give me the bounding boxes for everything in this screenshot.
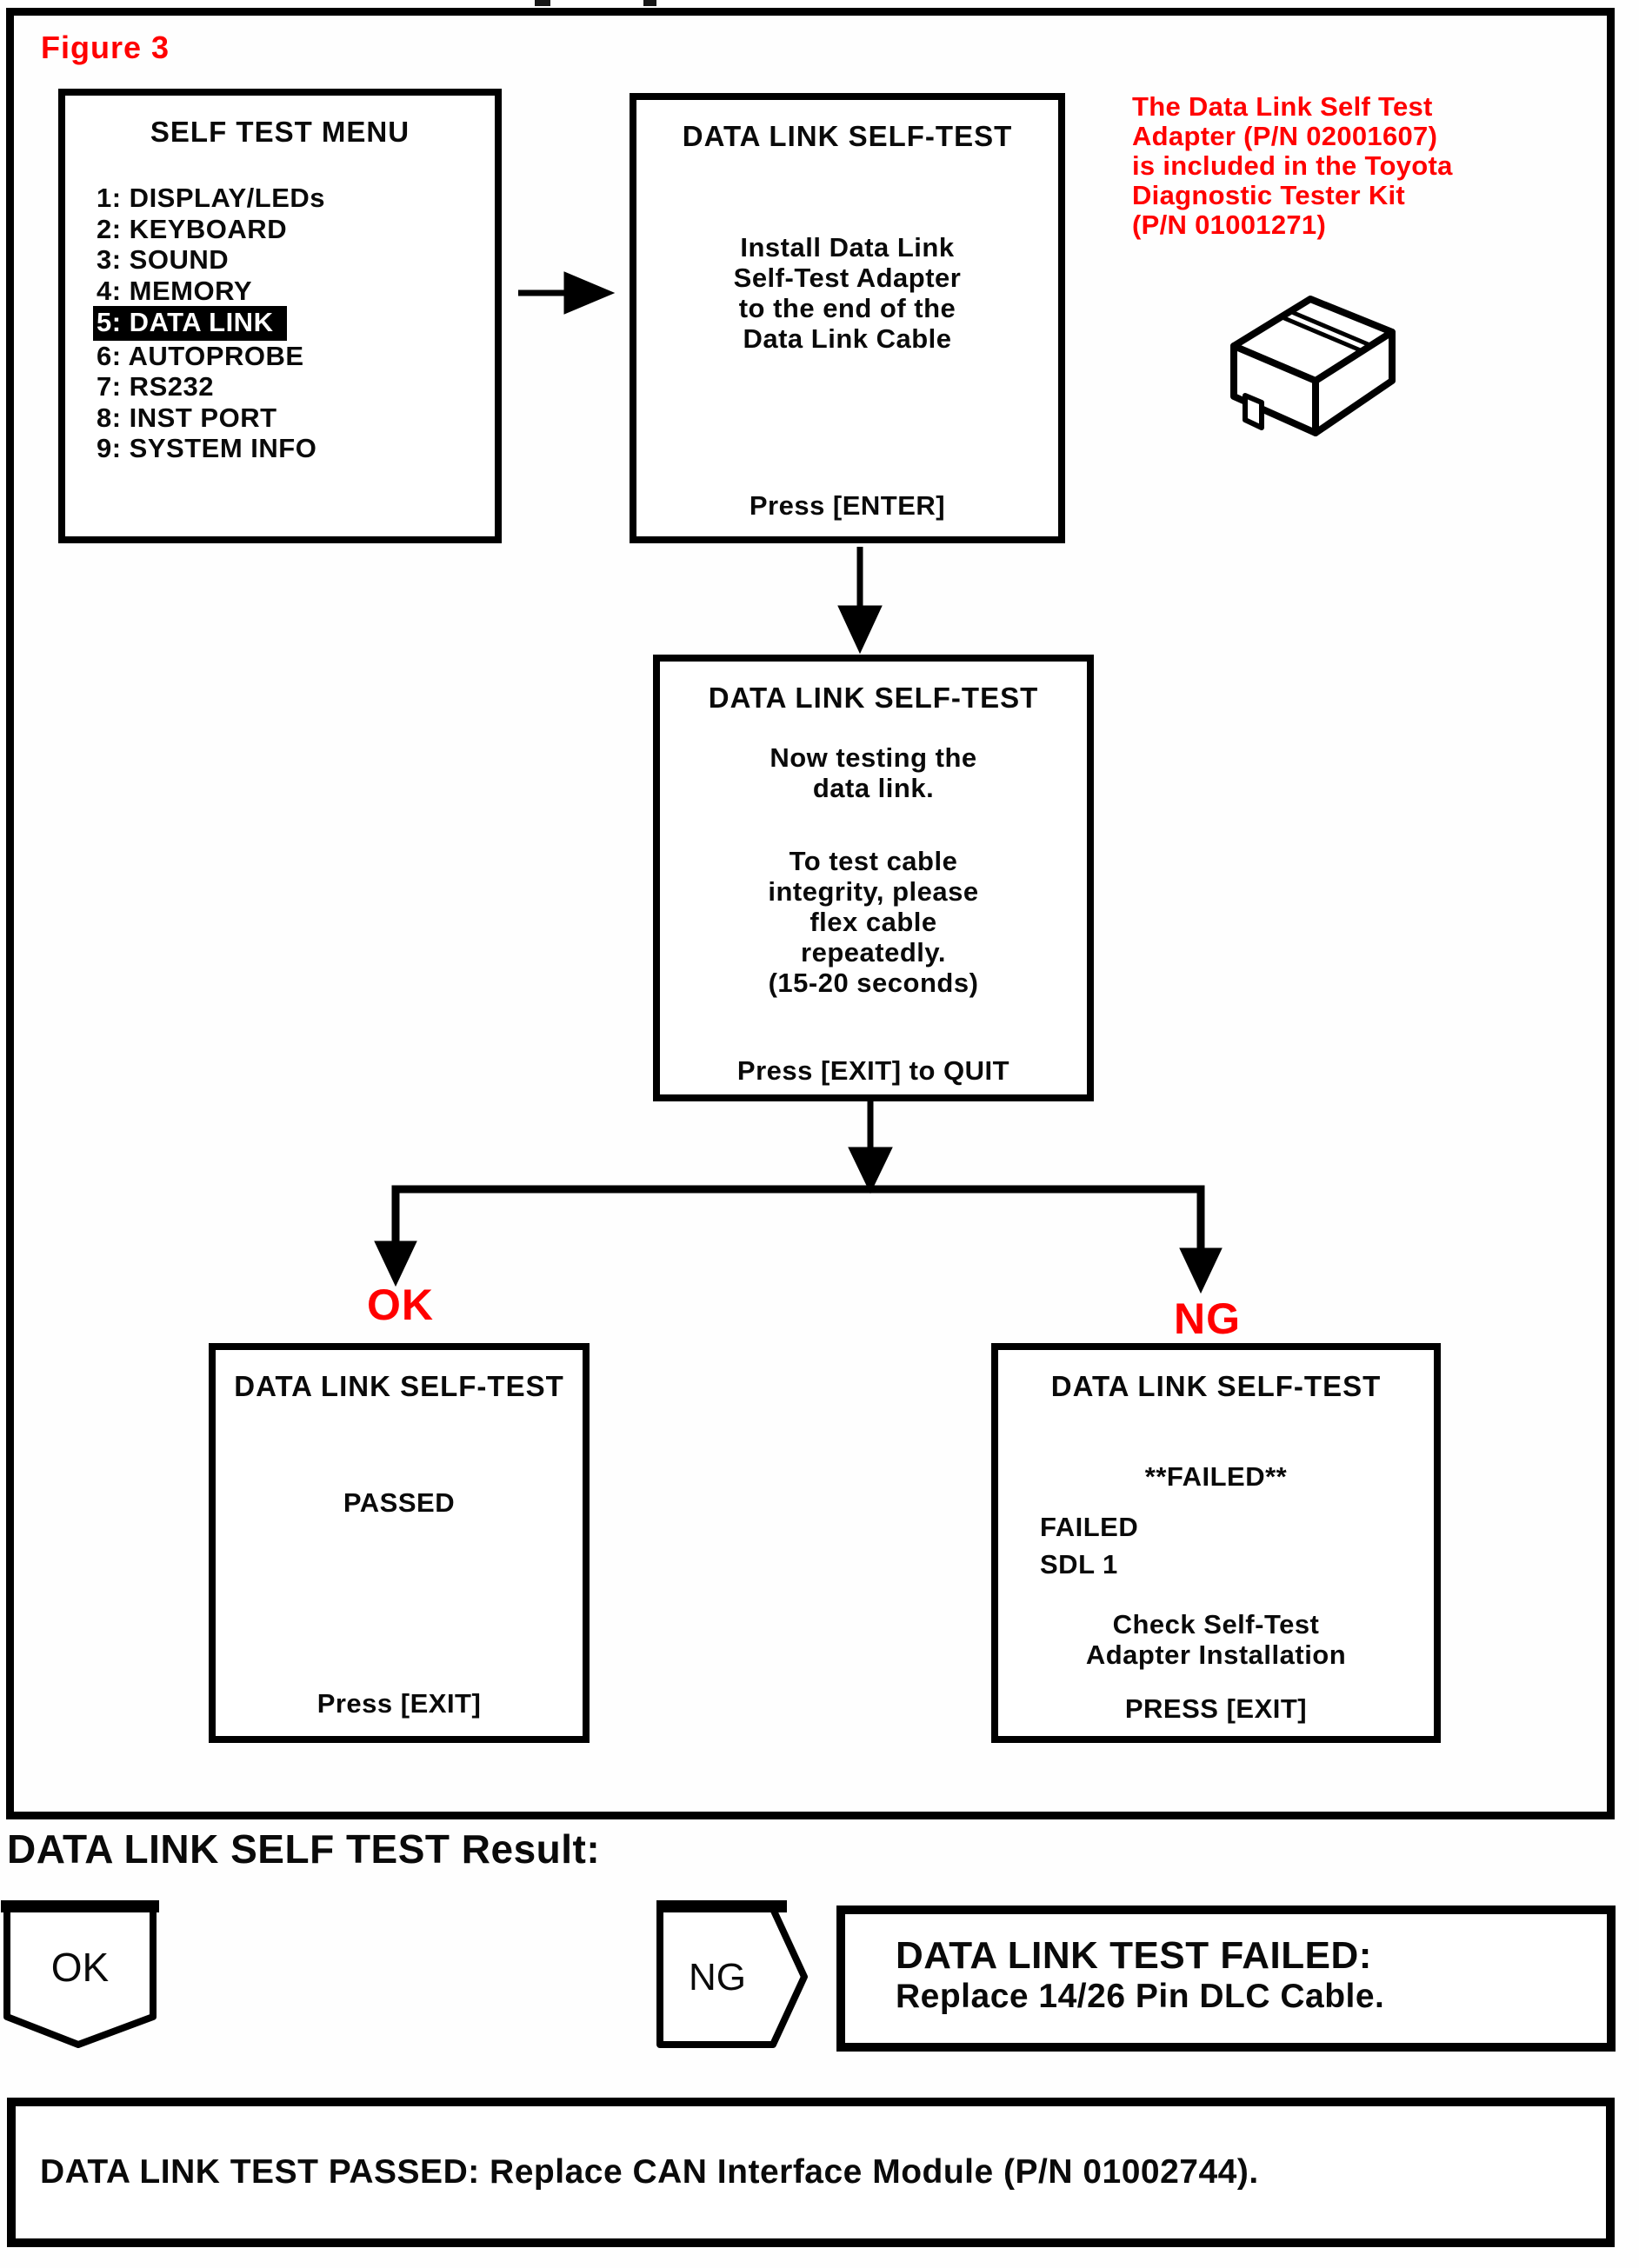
- note-line: Adapter (P/N 02001607): [1132, 121, 1438, 151]
- press-exit-quit-prompt: Press [EXIT] to QUIT: [736, 1055, 1010, 1086]
- screen-line: flex cable: [810, 907, 937, 937]
- menu-item-keyboard: 2: KEYBOARD: [97, 213, 288, 244]
- passed-outcome-text: DATA LINK TEST PASSED: Replace CAN Inter…: [40, 2153, 1259, 2191]
- failed-screen: DATA LINK SELF-TEST **FAILED** FAILED SD…: [991, 1343, 1441, 1743]
- screen-line: SDL 1: [1040, 1549, 1118, 1580]
- failed-outcome-title: DATA LINK TEST FAILED:: [896, 1934, 1372, 1977]
- menu-item-rs232: 7: RS232: [97, 371, 214, 402]
- menu-item-inst-port: 8: INST PORT: [97, 402, 277, 433]
- self-test-menu-screen: SELF TEST MENU 1: DISPLAY/LEDs 2: KEYBOA…: [58, 89, 502, 543]
- press-exit-prompt: PRESS [EXIT]: [1124, 1693, 1308, 1724]
- menu-item-list: 1: DISPLAY/LEDs 2: KEYBOARD 3: SOUND 4: …: [93, 183, 326, 464]
- screen-line: Adapter Installation: [1085, 1639, 1347, 1670]
- menu-item-sound: 3: SOUND: [97, 244, 230, 275]
- screen-line: to the end of the: [738, 293, 956, 323]
- menu-item-system-info: 9: SYSTEM INFO: [97, 433, 317, 463]
- screen-line: Install Data Link: [740, 232, 955, 263]
- failed-status: **FAILED**: [1144, 1461, 1288, 1492]
- screen-line: repeatedly.: [801, 937, 946, 968]
- failed-instructions: Check Self-Test Adapter Installation: [998, 1609, 1434, 1670]
- screen-line: Data Link Cable: [743, 323, 952, 354]
- note-line: is included in the Toyota: [1132, 150, 1453, 181]
- figure-border: [6, 8, 1615, 1819]
- adapter-illustration-icon: [1230, 296, 1396, 436]
- ng-branch-label: NG: [1174, 1294, 1241, 1343]
- screen-line: Check Self-Test: [1112, 1609, 1320, 1639]
- ok-badge-label: OK: [50, 1945, 110, 1990]
- failed-outcome-action: Replace 14/26 Pin DLC Cable.: [896, 1978, 1385, 2015]
- flex-cable-instructions: To test cable integrity, please flex cab…: [660, 846, 1087, 998]
- menu-item-memory: 4: MEMORY: [97, 275, 253, 306]
- menu-item-data-link-selected: 5: DATA LINK: [93, 306, 325, 341]
- scan-artifact: [535, 0, 550, 6]
- install-instructions: Install Data Link Self-Test Adapter to t…: [636, 232, 1058, 354]
- screen-line: data link.: [812, 773, 935, 803]
- screen-title: DATA LINK SELF-TEST: [708, 682, 1039, 714]
- note-line: The Data Link Self Test: [1132, 91, 1433, 122]
- screen-line: integrity, please: [768, 876, 979, 907]
- install-adapter-screen: DATA LINK SELF-TEST Install Data Link Se…: [630, 93, 1065, 543]
- screen-line: To test cable: [789, 846, 958, 876]
- note-line: (P/N 01001271): [1132, 210, 1327, 240]
- screen-line: Now testing the: [770, 742, 977, 773]
- screen-title: DATA LINK SELF-TEST: [682, 120, 1013, 152]
- passed-status: PASSED: [343, 1487, 456, 1518]
- screen-title: DATA LINK SELF-TEST: [1050, 1370, 1382, 1402]
- menu-item-display-leds: 1: DISPLAY/LEDs: [97, 183, 326, 213]
- note-line: Diagnostic Tester Kit: [1132, 180, 1406, 210]
- menu-highlight: 5: DATA LINK: [93, 306, 288, 341]
- result-heading: DATA LINK SELF TEST Result:: [7, 1826, 601, 1872]
- press-exit-prompt: Press [EXIT]: [316, 1688, 482, 1719]
- passed-screen: DATA LINK SELF-TEST PASSED Press [EXIT]: [209, 1343, 590, 1743]
- testing-status: Now testing the data link.: [660, 742, 1087, 803]
- adapter-note: The Data Link Self Test Adapter (P/N 020…: [1132, 92, 1453, 240]
- figure-label: Figure 3: [41, 30, 170, 65]
- failed-outcome-box: DATA LINK TEST FAILED: Replace 14/26 Pin…: [836, 1906, 1616, 2052]
- passed-outcome-box: DATA LINK TEST PASSED: Replace CAN Inter…: [7, 2098, 1615, 2247]
- testing-screen: DATA LINK SELF-TEST Now testing the data…: [653, 655, 1094, 1101]
- ng-badge-label: NG: [689, 1956, 746, 1999]
- screen-line: Self-Test Adapter: [733, 263, 962, 293]
- press-enter-prompt: Press [ENTER]: [749, 490, 946, 521]
- screen-line: FAILED: [1040, 1512, 1139, 1542]
- ok-branch-label: OK: [367, 1280, 434, 1329]
- screen-line: (15-20 seconds): [768, 968, 979, 998]
- failed-details: FAILED SDL 1: [1040, 1508, 1138, 1583]
- menu-item-autoprobe: 6: AUTOPROBE: [97, 340, 304, 371]
- screen-title: SELF TEST MENU: [150, 116, 410, 148]
- scan-artifact: [643, 0, 656, 6]
- screen-title: DATA LINK SELF-TEST: [234, 1370, 564, 1402]
